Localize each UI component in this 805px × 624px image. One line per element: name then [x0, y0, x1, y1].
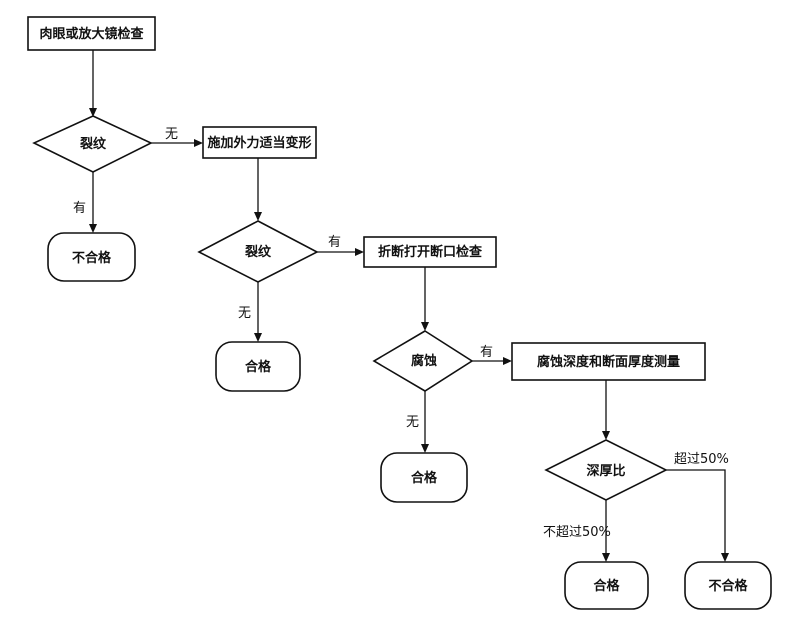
node-label: 合格	[593, 578, 620, 594]
node-result-fail-1: 不合格	[47, 232, 136, 282]
decision-diamond	[372, 330, 474, 392]
arrowhead-corrosion	[421, 322, 429, 331]
arrowhead-deformation	[194, 139, 203, 147]
decision-diamond	[32, 115, 153, 173]
node-label: 折断打开断口检查	[378, 244, 483, 260]
node-label: 施加外力适当变形	[207, 135, 311, 151]
edge-label-crack1-yes: 有	[73, 201, 86, 216]
connectors	[89, 50, 729, 562]
arrowhead-measure	[503, 357, 512, 365]
arrowhead-fail2	[721, 553, 729, 562]
node-result-pass-3: 合格	[564, 561, 649, 610]
edge-labels: 无 有 有 无 有 无 超过50% 不超过50%	[73, 127, 729, 540]
node-label: 裂纹	[79, 136, 107, 152]
edge-label-crack1-no: 无	[165, 127, 178, 142]
node-decision-corrosion: 腐蚀	[372, 330, 474, 392]
node-label: 腐蚀深度和断面厚度测量	[537, 354, 680, 370]
node-label: 裂纹	[244, 244, 272, 260]
edge-label-crack2-no: 无	[238, 306, 251, 321]
node-label: 深厚比	[586, 463, 625, 479]
arrowhead-pass2	[421, 444, 429, 453]
node-measure-depth: 腐蚀深度和断面厚度测量	[511, 342, 706, 381]
terminal-box	[684, 561, 772, 610]
decision-diamond	[197, 220, 319, 283]
node-result-fail-2: 不合格	[684, 561, 772, 610]
terminal-box	[564, 561, 649, 610]
node-label: 合格	[245, 359, 272, 375]
node-label: 不合格	[708, 578, 748, 594]
arrowhead-fail1	[89, 224, 97, 233]
node-apply-deformation: 施加外力适当变形	[202, 126, 317, 159]
node-label: 肉眼或放大镜检查	[39, 26, 144, 42]
process-box	[27, 16, 156, 51]
arrowhead-pass1	[254, 333, 262, 342]
arrowhead-ratio	[602, 431, 610, 440]
edge-label-ratio-not-over: 不超过50%	[543, 525, 611, 540]
edge-label-corrosion-no: 无	[406, 415, 419, 430]
node-label: 不合格	[72, 250, 112, 266]
node-visual-inspection: 肉眼或放大镜检查	[27, 16, 156, 51]
edge-label-ratio-over: 超过50%	[674, 452, 729, 467]
node-label: 腐蚀	[411, 353, 437, 369]
terminal-box	[215, 341, 301, 392]
node-label: 合格	[411, 470, 438, 486]
decision-diamond	[544, 439, 668, 501]
node-decision-ratio: 深厚比	[544, 439, 668, 501]
arrowhead-crack2	[254, 212, 262, 221]
terminal-box	[380, 452, 468, 503]
node-result-pass-2: 合格	[380, 452, 468, 503]
arrowhead-crack1	[89, 108, 97, 117]
terminal-box	[47, 232, 136, 282]
edge-ratio-to-fail2	[666, 469, 726, 553]
edge-label-corrosion-yes: 有	[480, 345, 493, 360]
node-result-pass-1: 合格	[215, 341, 301, 392]
node-decision-crack-1: 裂纹	[32, 115, 153, 173]
arrowhead-pass3	[602, 553, 610, 562]
node-decision-crack-2: 裂纹	[197, 220, 319, 283]
edge-label-crack2-yes: 有	[328, 235, 341, 250]
node-fracture-inspection: 折断打开断口检查	[363, 236, 497, 268]
process-box	[511, 342, 706, 381]
arrowhead-fracture	[355, 248, 364, 256]
process-box	[363, 236, 497, 268]
process-box	[202, 126, 317, 159]
